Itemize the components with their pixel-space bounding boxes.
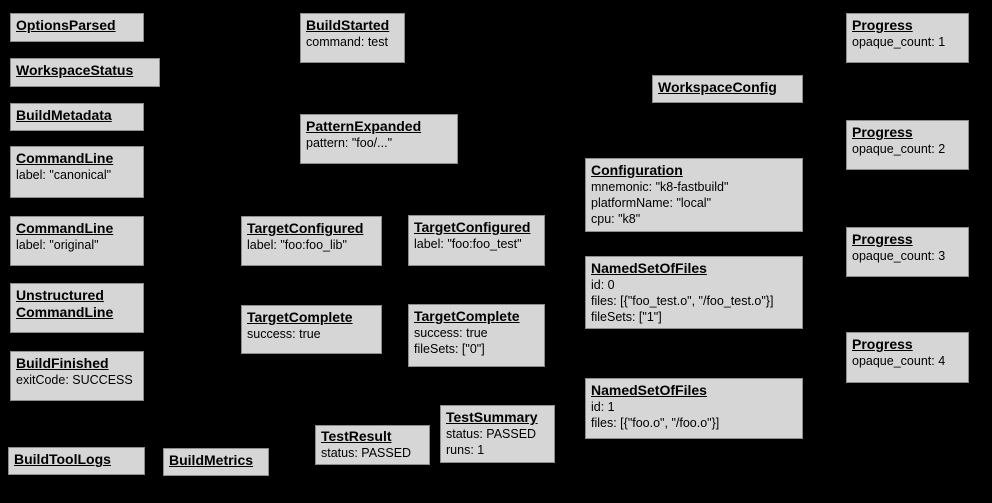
node-field: label: "original": [16, 238, 99, 252]
node-field: files: [{"foo.o", "/foo.o"}]: [591, 416, 720, 430]
node-field: opaque_count: 3: [852, 249, 946, 263]
node-progress-4: Progress opaque_count: 4: [846, 332, 969, 383]
node-field: opaque_count: 1: [852, 35, 946, 49]
node-field: fileSets: ["0"]: [414, 342, 485, 356]
node-field: mnemonic: "k8-fastbuild": [591, 180, 729, 194]
node-title: PatternExpanded: [306, 118, 422, 134]
node-workspace-config: WorkspaceConfig: [652, 75, 803, 103]
node-field: exitCode: SUCCESS: [16, 373, 133, 387]
node-title: BuildMetrics: [169, 452, 254, 468]
node-title: Progress: [852, 231, 913, 247]
node-target-complete-foo-test: TargetComplete success: true fileSets: […: [408, 304, 545, 367]
node-target-configured-foo-test: TargetConfigured label: "foo:foo_test": [408, 215, 545, 266]
node-field: label: "foo:foo_lib": [247, 238, 347, 252]
node-field: id: 0: [591, 278, 615, 292]
node-build-started: BuildStarted command: test: [300, 13, 405, 63]
node-field: id: 1: [591, 400, 615, 414]
node-title: Progress: [852, 17, 913, 33]
node-title: TargetConfigured: [414, 219, 531, 235]
node-title: CommandLine: [16, 304, 114, 320]
node-target-complete-foo-lib: TargetComplete success: true: [241, 305, 382, 354]
node-field: success: true: [414, 326, 488, 340]
node-title: Configuration: [591, 162, 683, 178]
node-title: BuildToolLogs: [14, 451, 111, 467]
node-title: TargetComplete: [247, 309, 353, 325]
node-field: command: test: [306, 35, 388, 49]
node-unstructured-command-line: Unstructured CommandLine: [10, 283, 144, 333]
node-field: label: "foo:foo_test": [414, 237, 522, 251]
node-title: CommandLine: [16, 150, 114, 166]
node-field: cpu: "k8": [591, 212, 641, 226]
node-progress-3: Progress opaque_count: 3: [846, 227, 969, 277]
node-title: BuildMetadata: [16, 107, 112, 123]
node-title: WorkspaceConfig: [658, 79, 777, 95]
node-build-metrics: BuildMetrics: [163, 448, 269, 476]
node-title: NamedSetOfFiles: [591, 260, 707, 276]
node-configuration: Configuration mnemonic: "k8-fastbuild" p…: [585, 158, 803, 232]
node-field: platformName: "local": [591, 196, 712, 210]
node-field: status: PASSED: [446, 427, 537, 441]
node-title: BuildStarted: [306, 17, 390, 33]
node-progress-2: Progress opaque_count: 2: [846, 120, 969, 170]
node-title: BuildFinished: [16, 355, 109, 371]
node-named-set-of-files-1: NamedSetOfFiles id: 1 files: [{"foo.o", …: [585, 378, 803, 439]
node-command-line-original: CommandLine label: "original": [10, 216, 144, 266]
node-title: TargetComplete: [414, 308, 520, 324]
node-title: CommandLine: [16, 220, 114, 236]
node-build-finished: BuildFinished exitCode: SUCCESS: [10, 351, 144, 401]
node-field: runs: 1: [446, 443, 485, 457]
node-title: OptionsParsed: [16, 17, 116, 33]
node-field: success: true: [247, 327, 321, 341]
node-title: TargetConfigured: [247, 220, 364, 236]
node-field: label: "canonical": [16, 168, 112, 182]
node-field: files: [{"foo_test.o", "/foo_test.o"}]: [591, 294, 774, 308]
node-field: opaque_count: 2: [852, 142, 946, 156]
node-test-summary: TestSummary status: PASSED runs: 1: [440, 405, 555, 463]
node-pattern-expanded: PatternExpanded pattern: "foo/...": [300, 114, 458, 164]
node-command-line-canonical: CommandLine label: "canonical": [10, 146, 144, 198]
node-title: Unstructured: [16, 287, 104, 303]
node-test-result: TestResult status: PASSED: [315, 425, 430, 465]
node-field: fileSets: ["1"]: [591, 310, 662, 324]
node-title: NamedSetOfFiles: [591, 382, 707, 398]
node-title: TestSummary: [446, 409, 538, 425]
node-field: status: PASSED: [321, 446, 412, 460]
node-field: pattern: "foo/...": [306, 136, 393, 150]
node-title: Progress: [852, 336, 913, 352]
node-target-configured-foo-lib: TargetConfigured label: "foo:foo_lib": [241, 216, 382, 266]
node-title: TestResult: [321, 428, 392, 444]
node-build-metadata: BuildMetadata: [10, 103, 144, 131]
node-title: Progress: [852, 124, 913, 140]
node-options-parsed: OptionsParsed: [10, 13, 144, 42]
node-workspace-status: WorkspaceStatus: [10, 58, 160, 87]
node-build-tool-logs: BuildToolLogs: [8, 447, 145, 475]
node-named-set-of-files-0: NamedSetOfFiles id: 0 files: [{"foo_test…: [585, 256, 803, 329]
node-field: opaque_count: 4: [852, 354, 946, 368]
node-title: WorkspaceStatus: [16, 62, 134, 78]
node-progress-1: Progress opaque_count: 1: [846, 13, 969, 63]
